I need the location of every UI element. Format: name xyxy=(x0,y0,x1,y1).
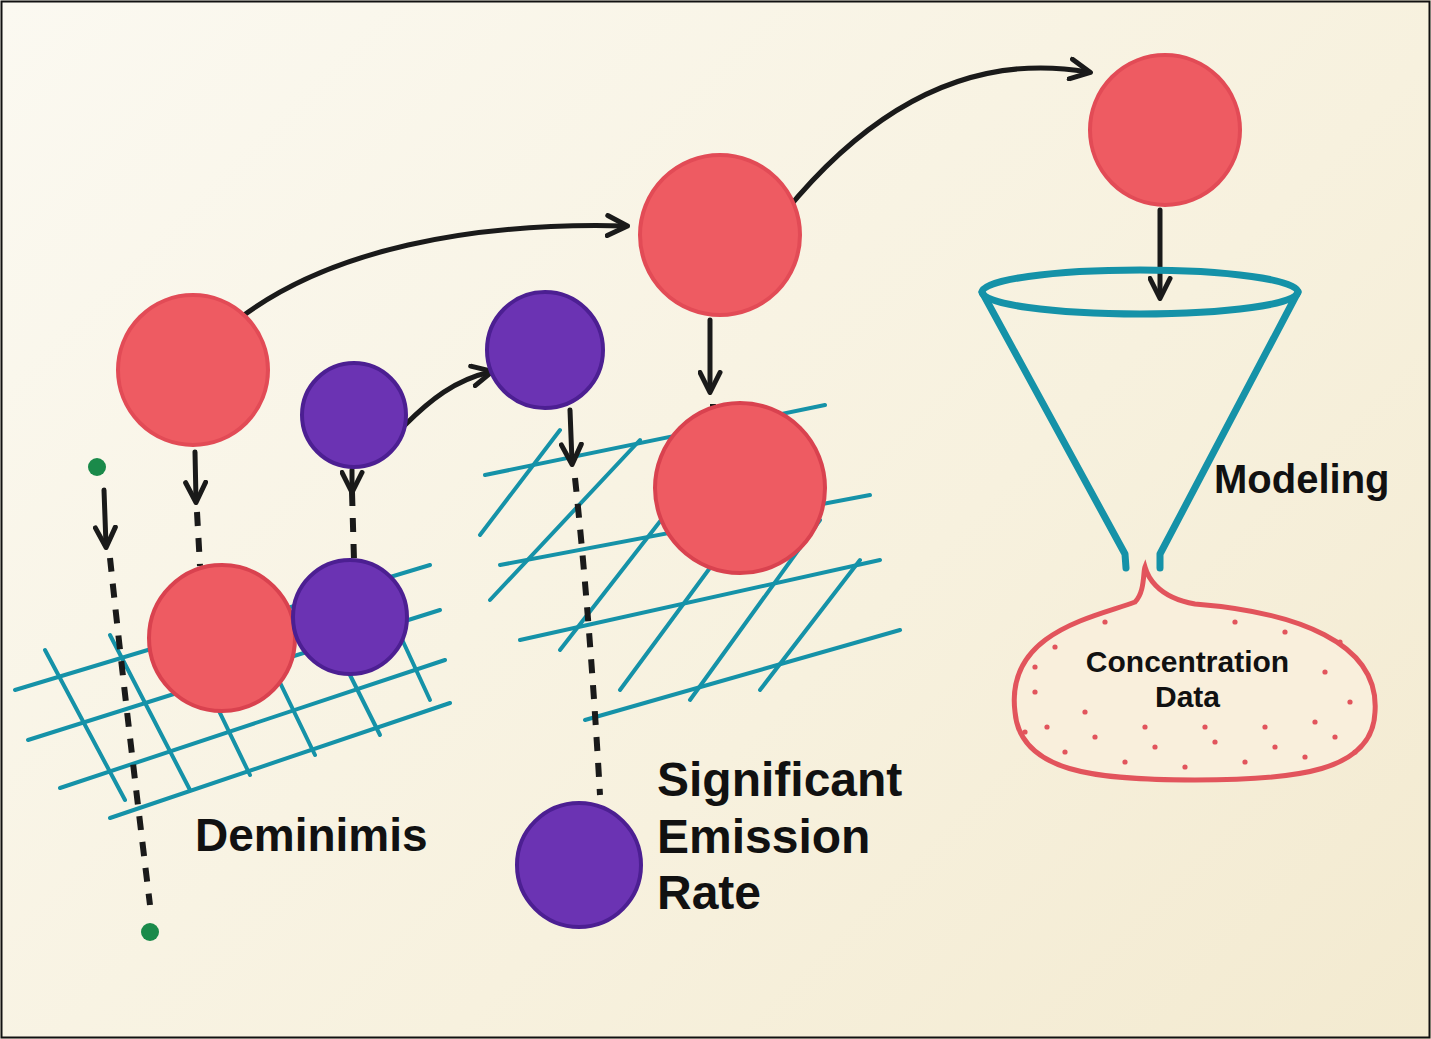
data-dot xyxy=(1082,709,1087,714)
concentration-blob: Concentration Data xyxy=(995,562,1387,787)
emission-circle xyxy=(517,803,641,927)
data-dot xyxy=(1312,719,1317,724)
data-dot xyxy=(1152,744,1157,749)
data-dot xyxy=(1212,739,1217,744)
funnel-cone xyxy=(982,292,1298,568)
data-dot xyxy=(1052,644,1057,649)
data-blob xyxy=(1014,567,1375,780)
node-outline xyxy=(980,266,1420,576)
data-dot xyxy=(1142,724,1147,729)
data-dot xyxy=(1322,669,1327,674)
data-dot xyxy=(1044,724,1049,729)
data-dot xyxy=(1032,689,1037,694)
data-dot xyxy=(1232,619,1237,624)
data-dot xyxy=(1202,724,1207,729)
modeling-funnel: Modeling xyxy=(980,266,1420,576)
data-dot xyxy=(1347,699,1352,704)
data-dot xyxy=(1182,764,1187,769)
funnel-rim xyxy=(982,270,1298,314)
data-dot xyxy=(1032,664,1037,669)
data-dot xyxy=(1272,744,1277,749)
data-dot xyxy=(1262,724,1267,729)
data-dot xyxy=(1092,734,1097,739)
data-dot xyxy=(1102,619,1107,624)
data-dot xyxy=(1352,749,1357,754)
data-dot xyxy=(1122,759,1127,764)
node-text: Modeling xyxy=(1214,456,1414,503)
data-dot xyxy=(1332,734,1337,739)
data-dot xyxy=(1062,749,1067,754)
data-dot xyxy=(1242,759,1247,764)
emission-rate-node: Significant Emission Rate xyxy=(512,752,962,952)
data-dot xyxy=(1022,729,1027,734)
data-dot xyxy=(1302,754,1307,759)
data-dot xyxy=(1337,639,1342,644)
node-text: Concentration Data xyxy=(1060,644,1315,715)
node-text: Significant Emission Rate xyxy=(657,752,957,922)
data-dot xyxy=(1282,629,1287,634)
stage-label: Deminimis xyxy=(195,808,428,862)
